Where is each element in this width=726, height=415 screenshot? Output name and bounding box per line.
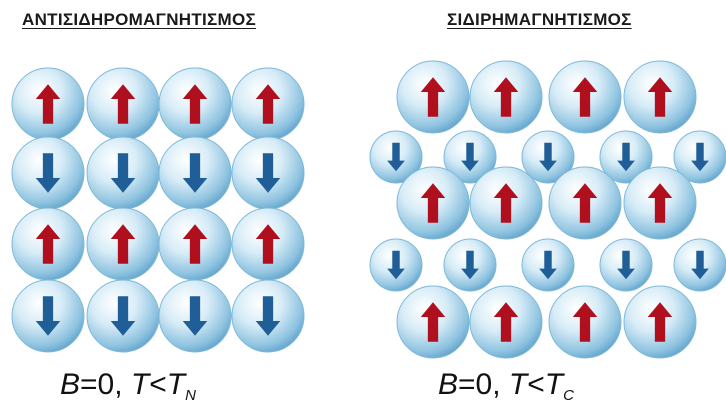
spin-up-arrow-icon (647, 183, 673, 223)
atom-down (521, 238, 575, 292)
spin-up-arrow-icon (182, 224, 208, 264)
spin-down-arrow-icon (182, 153, 208, 193)
spin-down-arrow-icon (461, 142, 479, 172)
temperature-symbol: T (130, 368, 150, 401)
spin-up-arrow-icon (182, 84, 208, 124)
atom-up (158, 207, 232, 281)
spin-up-arrow-icon (572, 183, 598, 223)
spin-up-arrow-icon (647, 77, 673, 117)
spin-up-arrow-icon (647, 302, 673, 342)
spin-down-arrow-icon (387, 142, 405, 172)
atom-up (469, 285, 543, 359)
atom-down (231, 136, 305, 210)
spin-down-arrow-icon (387, 250, 405, 280)
atom-down (86, 136, 160, 210)
spin-up-arrow-icon (420, 302, 446, 342)
spin-up-arrow-icon (35, 224, 61, 264)
atom-up (11, 67, 85, 141)
atom-down (231, 279, 305, 353)
atom-down (599, 238, 653, 292)
atom-up (86, 207, 160, 281)
spin-down-arrow-icon (539, 250, 557, 280)
spin-down-arrow-icon (110, 296, 136, 336)
atom-down (158, 279, 232, 353)
spin-up-arrow-icon (420, 183, 446, 223)
atom-up (469, 166, 543, 240)
spin-down-arrow-icon (617, 142, 635, 172)
atom-down (673, 130, 726, 184)
field-symbol: B (438, 368, 459, 401)
spin-down-arrow-icon (617, 250, 635, 280)
field-symbol: B (60, 368, 81, 401)
atom-up (158, 67, 232, 141)
field-value: =0, (80, 368, 131, 401)
atom-up (231, 67, 305, 141)
ferrimagnetism-title: ΣΙΔΙΡΗΜΑΓΝΗΤΙΣΜΟΣ (447, 10, 632, 29)
spin-up-arrow-icon (572, 77, 598, 117)
atom-down (673, 238, 726, 292)
atom-up (623, 166, 697, 240)
spin-down-arrow-icon (110, 153, 136, 193)
spin-up-arrow-icon (572, 302, 598, 342)
atom-up (469, 60, 543, 134)
atom-down (443, 130, 497, 184)
spin-up-arrow-icon (493, 77, 519, 117)
atom-down (11, 279, 85, 353)
spin-down-arrow-icon (691, 142, 709, 172)
spin-up-arrow-icon (35, 84, 61, 124)
antiferromagnetism-title: ΑΝΤΙΣΙΔΗΡΟΜΑΓΝΗΤΙΣΜΟΣ (22, 10, 257, 29)
spin-down-arrow-icon (255, 296, 281, 336)
neel-subscript: N (185, 387, 196, 404)
atom-up (396, 60, 470, 134)
less-than: < (149, 368, 167, 401)
field-value: =0, (458, 368, 509, 401)
atom-up (11, 207, 85, 281)
spin-down-arrow-icon (539, 142, 557, 172)
antiferromagnetic-grid (11, 67, 305, 353)
critical-temperature-symbol: T (166, 368, 186, 401)
critical-temperature-symbol: T (544, 368, 564, 401)
atom-up (396, 285, 470, 359)
atom-up (548, 285, 622, 359)
spin-down-arrow-icon (35, 296, 61, 336)
spin-down-arrow-icon (255, 153, 281, 193)
spin-up-arrow-icon (493, 302, 519, 342)
atom-up (86, 67, 160, 141)
spin-up-arrow-icon (420, 77, 446, 117)
spin-up-arrow-icon (255, 84, 281, 124)
spin-up-arrow-icon (110, 84, 136, 124)
atom-down (599, 130, 653, 184)
atom-up (623, 60, 697, 134)
atom-down (86, 279, 160, 353)
spin-down-arrow-icon (461, 250, 479, 280)
less-than: < (527, 368, 545, 401)
spin-up-arrow-icon (255, 224, 281, 264)
atom-down (369, 238, 423, 292)
atom-up (548, 60, 622, 134)
curie-subscript: C (563, 387, 574, 404)
ferrimagnetic-grid (369, 60, 726, 359)
atom-down (443, 238, 497, 292)
atom-down (521, 130, 575, 184)
spin-down-arrow-icon (182, 296, 208, 336)
atom-up (623, 285, 697, 359)
spin-up-arrow-icon (110, 224, 136, 264)
antiferromagnetism-caption: B=0, T<TN (60, 368, 196, 404)
atom-down (11, 136, 85, 210)
atom-down (158, 136, 232, 210)
temperature-symbol: T (508, 368, 528, 401)
spin-up-arrow-icon (493, 183, 519, 223)
atom-up (231, 207, 305, 281)
atom-up (548, 166, 622, 240)
spin-down-arrow-icon (691, 250, 709, 280)
atom-down (369, 130, 423, 184)
ferrimagnetism-caption: B=0, T<TC (438, 368, 574, 404)
atom-up (396, 166, 470, 240)
spin-down-arrow-icon (35, 153, 61, 193)
